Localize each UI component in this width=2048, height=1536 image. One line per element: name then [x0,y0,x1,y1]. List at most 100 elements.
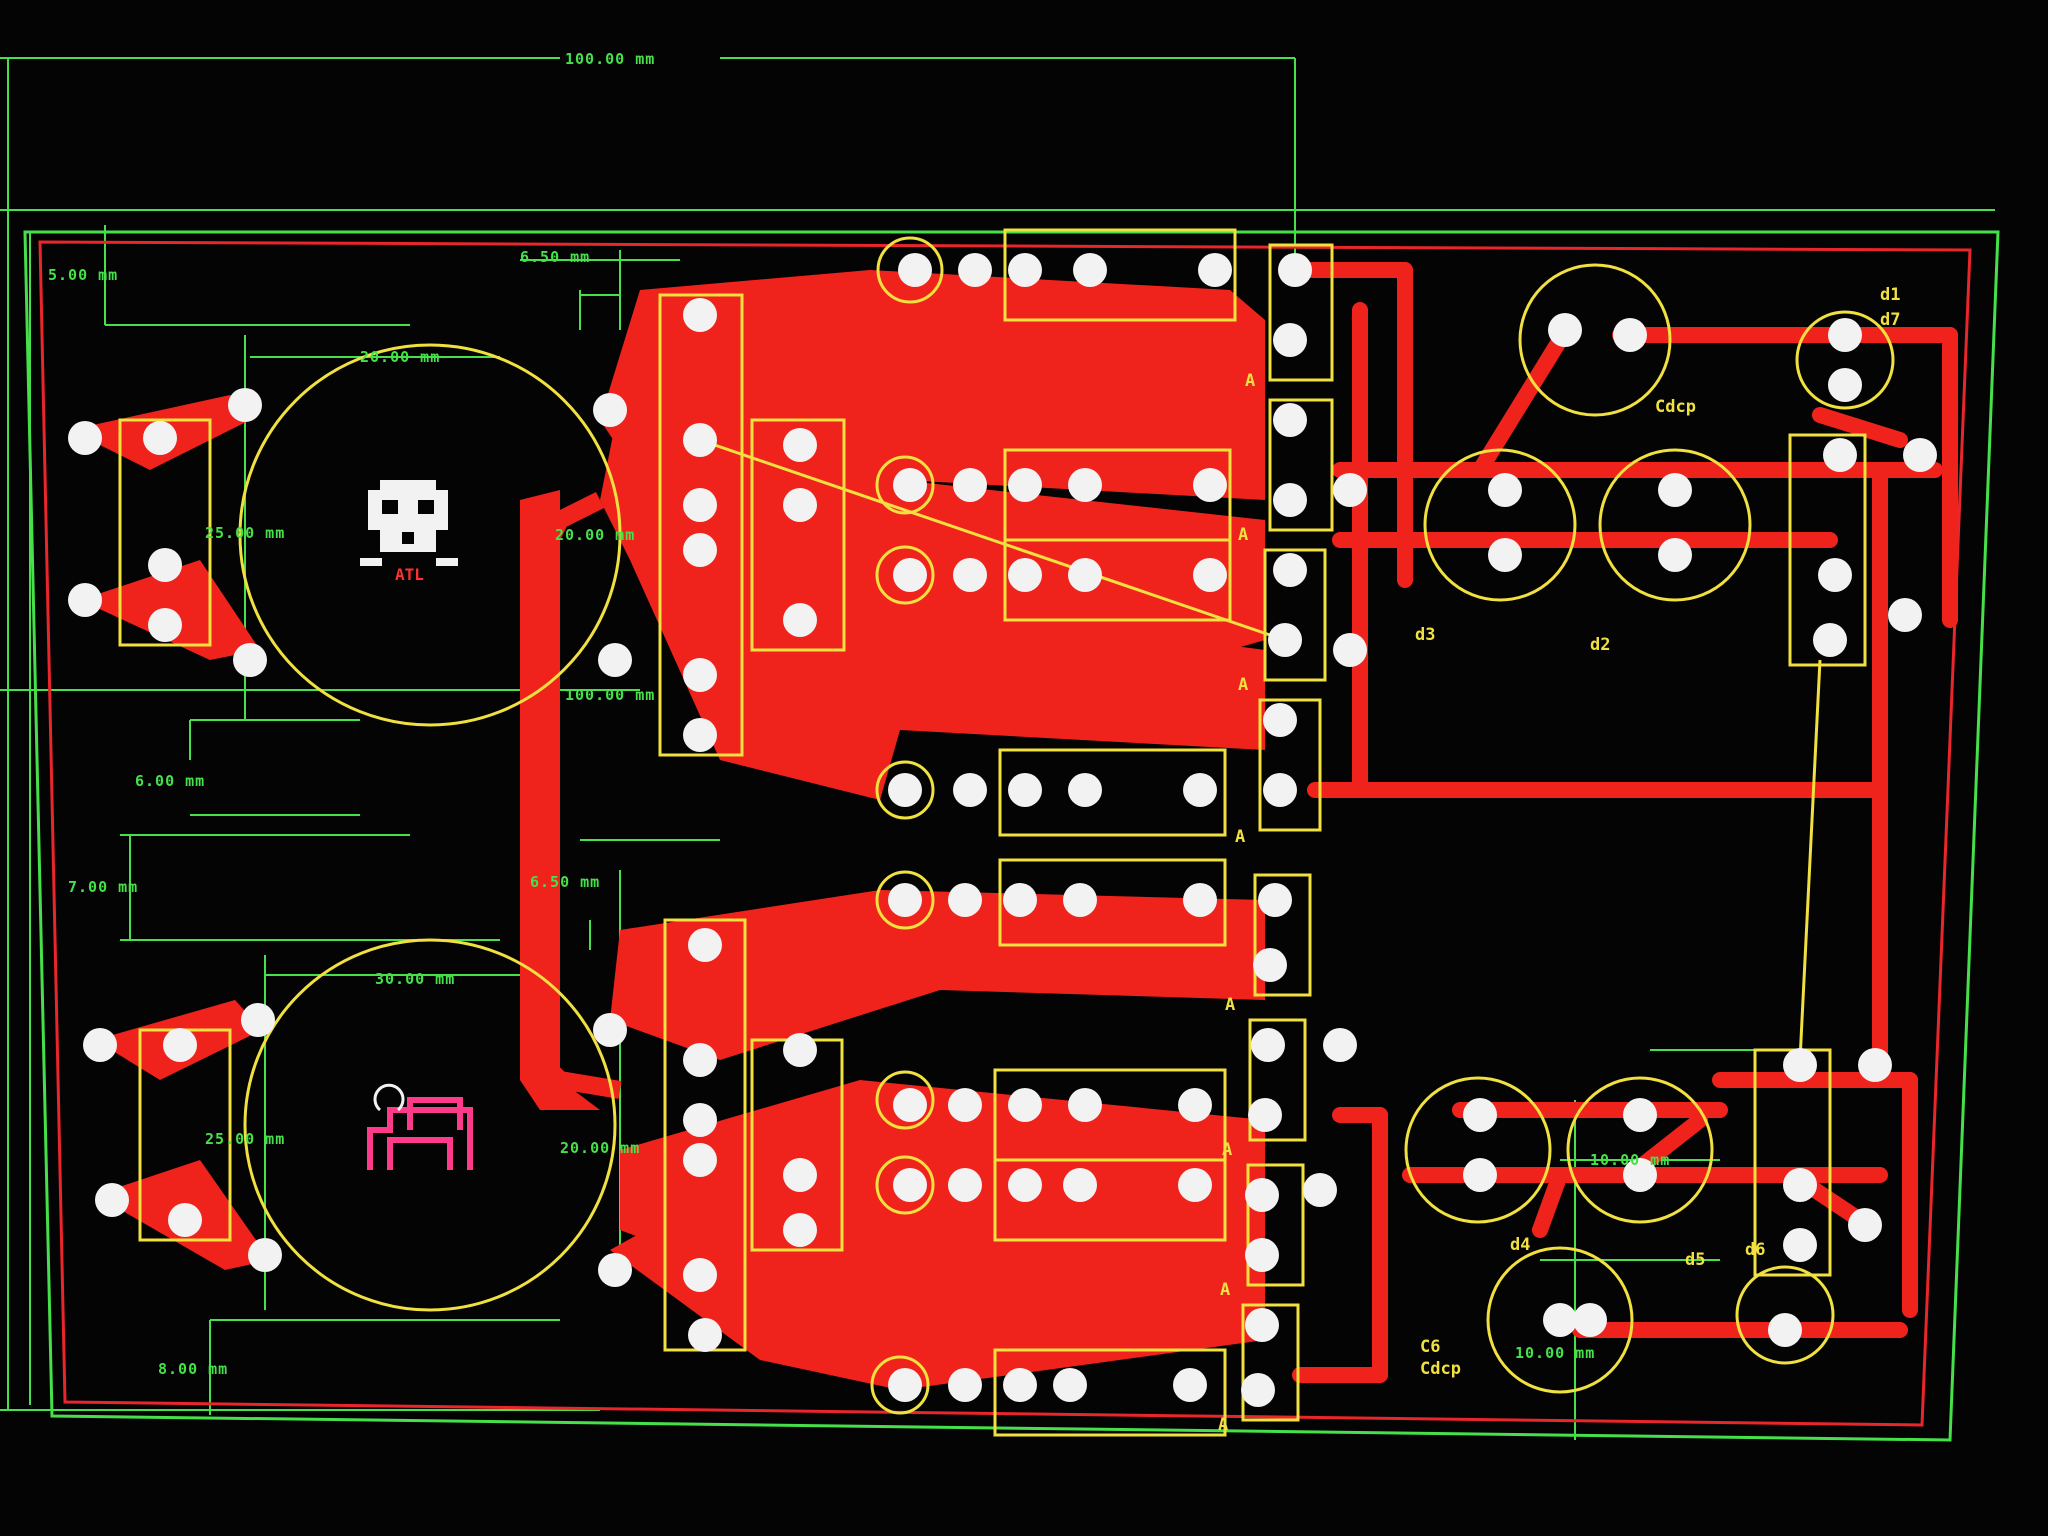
pad [248,1238,282,1272]
silkscreen-layer [118,228,1895,1437]
pad [1273,323,1307,357]
pad [1888,598,1922,632]
pad [1333,633,1367,667]
pad [1623,1158,1657,1192]
dimension-labels: 100.00 mm 5.00 mm 6.50 mm 20.00 mm 25.00… [48,50,1670,1378]
ref-label: d4 [1510,1235,1530,1255]
pad [683,298,717,332]
pad [1003,1368,1037,1402]
pad [1848,1208,1882,1242]
pad [1278,253,1312,287]
pad [1813,623,1847,657]
pad [1783,1048,1817,1082]
dim-right-bottom-spacing: 20.00 mm [560,1139,640,1157]
pad [95,1183,129,1217]
pad [683,488,717,522]
dim-bottom-offset: 8.00 mm [158,1360,228,1378]
pad [1543,1303,1577,1337]
board-outline [23,230,2000,1442]
pad [1073,253,1107,287]
pad [148,608,182,642]
pad [1008,253,1042,287]
dim-left-bottom-spacing: 30.00 mm [375,970,455,988]
pad [783,488,817,522]
pad [683,1258,717,1292]
pad [898,253,932,287]
dim-right-mid-offset: 6.50 mm [530,873,600,891]
pad [1183,883,1217,917]
pad [1008,468,1042,502]
ref-label: d6 [1745,1240,1765,1260]
pad [1263,703,1297,737]
oshw-logo-icon [367,1083,473,1170]
pad [1068,468,1102,502]
ref-label: d5 [1685,1250,1705,1270]
pad [888,883,922,917]
pad [888,1368,922,1402]
cap-top-label: Cdcp [1655,397,1696,417]
pad [228,388,262,422]
pad [593,1013,627,1047]
pad [1245,1238,1279,1272]
pad [953,558,987,592]
component-marker: A [1220,1280,1230,1300]
pad [948,1168,982,1202]
pad [683,423,717,457]
pad [1251,1028,1285,1062]
pad [1258,883,1292,917]
pad [1253,948,1287,982]
ref-label: d1 [1880,285,1900,305]
pad [1273,553,1307,587]
pad [683,658,717,692]
pad [1623,1098,1657,1132]
pad [683,1043,717,1077]
pad [1268,623,1302,657]
pad [1063,1168,1097,1202]
component-marker: A [1225,995,1235,1015]
pad [1488,538,1522,572]
pad [1008,1088,1042,1122]
ref-label: d2 [1590,635,1610,655]
pad [948,1368,982,1402]
pad [1828,368,1862,402]
dim-left-top-spacing: 20.00 mm [360,348,440,366]
pad [1903,438,1937,472]
pad [1068,773,1102,807]
dim-left-bottom-diameter: 25.00 mm [205,1130,285,1148]
dim-left-top-offset: 5.00 mm [48,266,118,284]
dim-left-mid-offset: 7.00 mm [68,878,138,896]
component-marker: A [1222,1140,1232,1160]
pad [163,1028,197,1062]
pad [1488,473,1522,507]
pad [953,468,987,502]
copper-layer [70,262,1958,1390]
dim-right-cap-spacing: 10.00 mm [1590,1151,1670,1169]
cap-bottom-label: Cdcp [1420,1359,1461,1379]
pad [1248,1098,1282,1132]
pad [143,421,177,455]
pad [1303,1173,1337,1207]
dim-left-gap: 6.00 mm [135,772,205,790]
pad [1178,1168,1212,1202]
dim-mid-spacing: 20.00 mm [555,526,635,544]
pad [893,1088,927,1122]
pad [1263,773,1297,807]
pad [1053,1368,1087,1402]
pad [1008,773,1042,807]
pad [1198,253,1232,287]
pad [68,421,102,455]
ref-label: d3 [1415,625,1435,645]
pad [683,718,717,752]
pad [783,1158,817,1192]
pad [1068,558,1102,592]
pad [1333,473,1367,507]
pad [1273,403,1307,437]
pad [1008,558,1042,592]
logo-text: ATL [395,565,424,584]
pad [1063,883,1097,917]
component-marker: A [1235,827,1245,847]
ref-label: d7 [1880,310,1900,330]
pad [1178,1088,1212,1122]
pad [168,1203,202,1237]
